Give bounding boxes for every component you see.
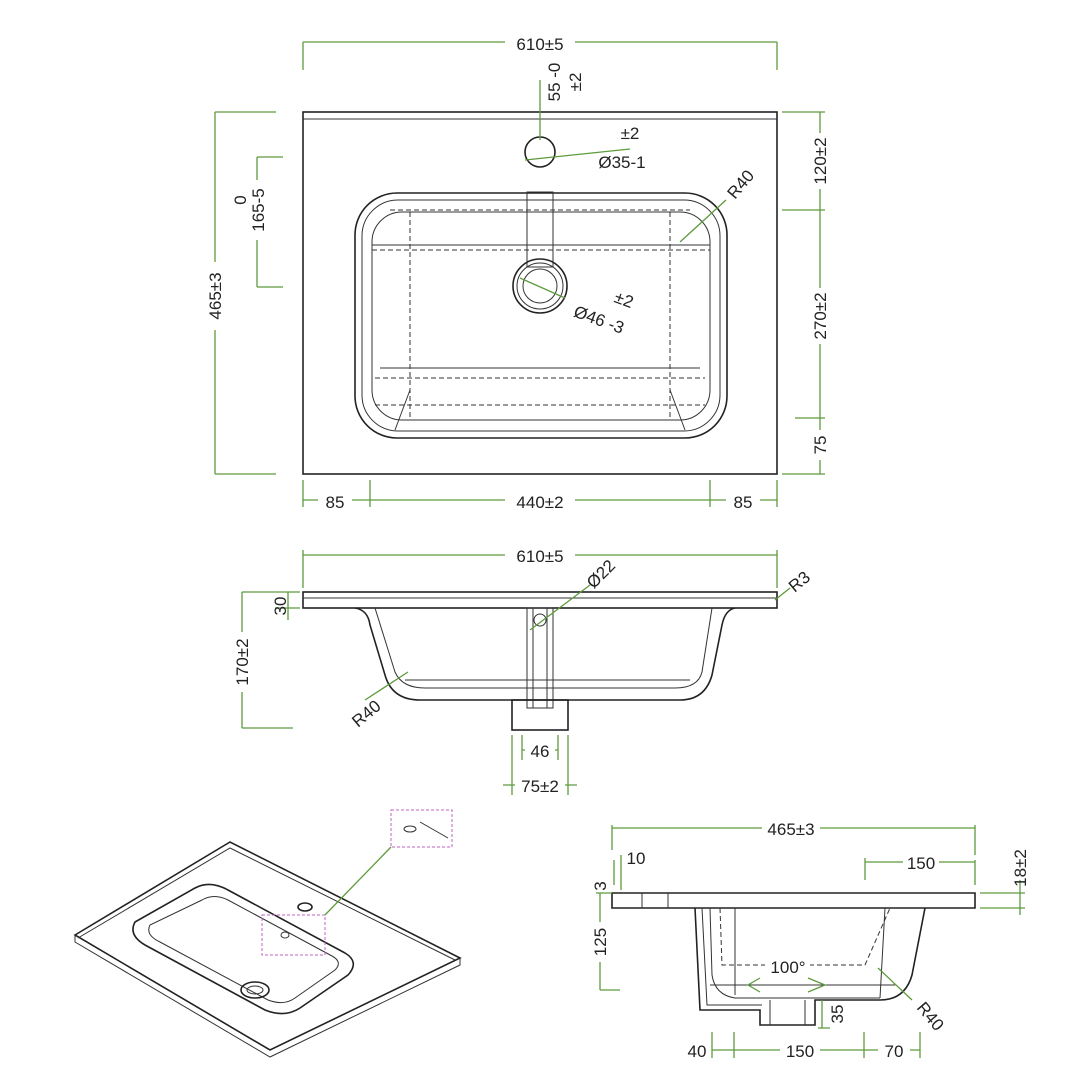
- iso-basin: [132, 883, 355, 1015]
- front-countertop: [302, 591, 778, 609]
- corner-radius-label: R40: [723, 166, 758, 202]
- bottom-c-label: 70: [885, 1042, 904, 1061]
- thickness-label: 18±2: [1011, 849, 1030, 887]
- drain-outer-label: 75±2: [521, 777, 559, 796]
- bowl-height-label: 125: [591, 928, 610, 956]
- overflow-channel: [526, 191, 554, 268]
- bottom-a-label: 40: [688, 1042, 707, 1061]
- drain-hole: [512, 258, 568, 314]
- iso-countertop: [73, 841, 462, 1051]
- tap-offset-label: 55 -0: [545, 63, 564, 102]
- angle-label: 100°: [770, 958, 805, 977]
- drain-height-label: 35: [828, 1005, 847, 1024]
- side-bowl: [694, 907, 926, 1026]
- edge-radius-label: R3: [785, 568, 814, 597]
- drain-tol-label: ±2: [612, 288, 636, 312]
- side-view: 465±3 150 18±2 10 3 125 100° R40 35 40 1…: [590, 818, 1030, 1061]
- depth-label: 465±3: [206, 272, 225, 319]
- height-label: 170±2: [233, 638, 252, 685]
- right-top-label: 120±2: [811, 137, 830, 184]
- side-depth-label: 465±3: [767, 820, 814, 839]
- drain-inner-label: 46: [531, 742, 550, 761]
- tap-offset-tol-label: ±2: [566, 73, 585, 92]
- overflow-length-label: 165-5: [249, 188, 268, 231]
- tap-hole: [524, 136, 556, 168]
- bottom-b-label: 150: [786, 1042, 814, 1061]
- lip-height-label: 3: [591, 881, 610, 890]
- detail-marker: [261, 914, 326, 956]
- top-thickness-label: 30: [271, 597, 290, 616]
- front-view: 610±5 Ø22 R3 30 170±2 R40 46 75±2: [232, 545, 814, 796]
- front-drain: [511, 699, 569, 731]
- tap-hole-label: Ø35-1: [598, 153, 645, 172]
- rear-flat-label: 150: [907, 854, 935, 873]
- top-view: 610±5 55 -0 ±2 ±2 Ø35-1 R40 ±2 Ø46 -3 46…: [205, 32, 830, 512]
- radius-label: R40: [913, 998, 948, 1034]
- side-countertop: [611, 892, 976, 909]
- bottom-mid-label: 440±2: [516, 493, 563, 512]
- bottom-left-label: 85: [326, 493, 345, 512]
- overflow-upper-label: 0: [231, 195, 250, 204]
- tap-hole-tol-label: ±2: [621, 124, 640, 143]
- top-width-label: 610±5: [516, 35, 563, 54]
- bowl-radius-label: R40: [348, 696, 384, 731]
- front-width-label: 610±5: [516, 547, 563, 566]
- right-bottom-label: 75: [811, 436, 830, 455]
- detail-callout: [390, 809, 453, 848]
- bottom-right-label: 85: [734, 493, 753, 512]
- basin-outline: [354, 192, 728, 439]
- lip-label: 10: [627, 849, 646, 868]
- isometric-view: [73, 809, 462, 1058]
- right-mid-label: 270±2: [811, 292, 830, 339]
